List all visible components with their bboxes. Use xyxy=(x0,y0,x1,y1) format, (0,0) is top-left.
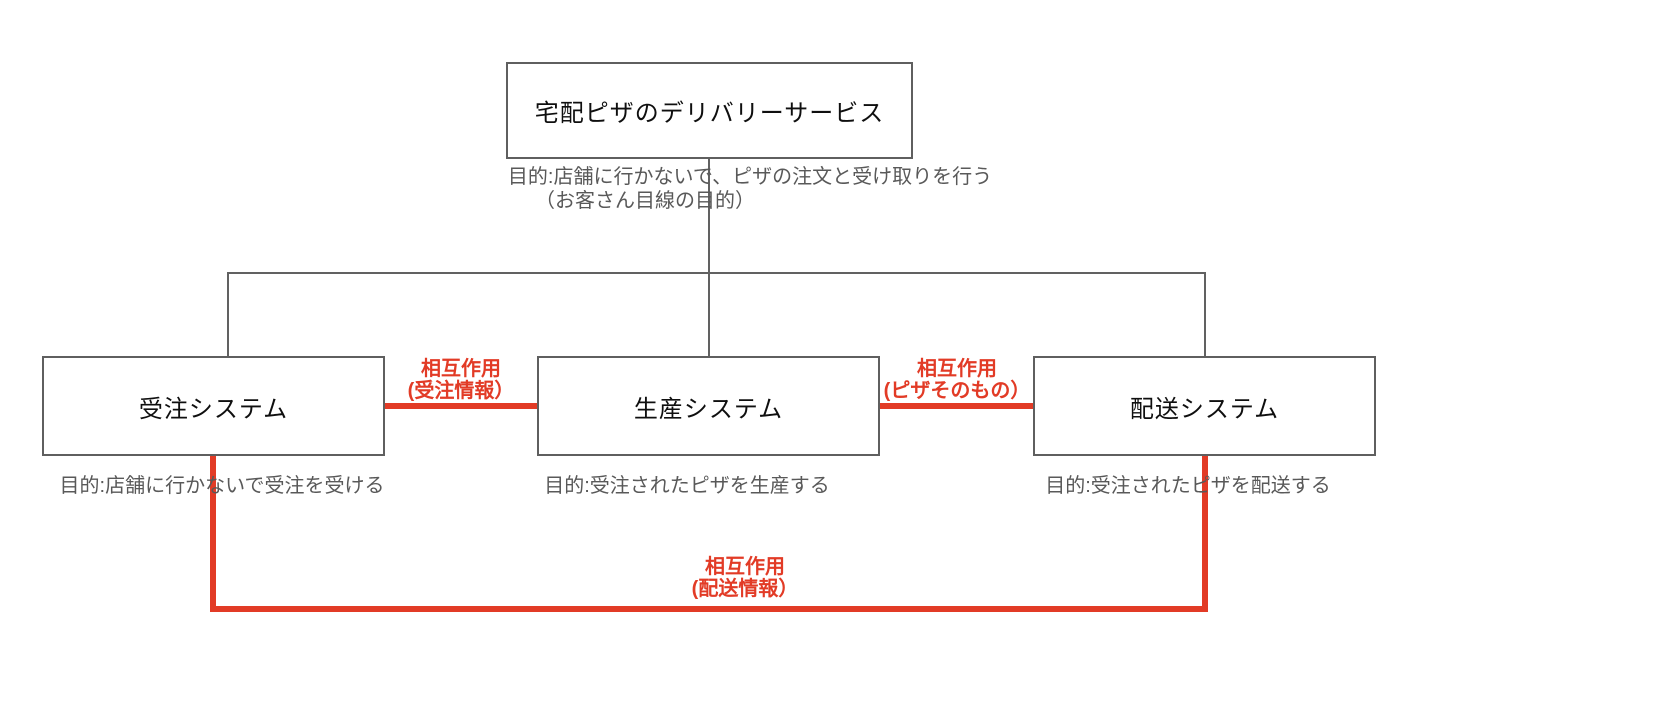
interaction-label-production-delivery-line2: (ピザそのもの） xyxy=(883,380,1031,402)
node-production-system: 生産システム xyxy=(537,356,880,456)
interaction-label-order-production: 相互作用 (受注情報） xyxy=(381,358,541,402)
interaction-label-production-delivery: 相互作用 (ピザそのもの） xyxy=(877,358,1037,402)
node-order-system-title: 受注システム xyxy=(138,395,289,423)
delivery-system-purpose: 目的:受注されたピザを配送する xyxy=(1045,475,1331,497)
interaction-edge-order-delivery-bottom-segment xyxy=(210,606,1208,612)
interaction-edge-order-production xyxy=(385,403,537,409)
order-system-purpose: 目的:店舗に行かないで受注を受ける xyxy=(59,475,385,497)
connector-right-vertical-line xyxy=(1204,272,1206,356)
connector-left-vertical-line xyxy=(227,272,229,356)
node-delivery-system-title: 配送システム xyxy=(1129,395,1280,423)
interaction-label-production-delivery-line1: 相互作用 xyxy=(917,358,997,380)
node-order-system: 受注システム xyxy=(42,356,385,456)
root-purpose-line2: （お客さん目線の目的） xyxy=(535,190,755,212)
root-purpose-line1: 目的:店舗に行かないで、ピザの注文と受け取りを行う xyxy=(507,166,993,188)
node-delivery-system: 配送システム xyxy=(1033,356,1376,456)
production-system-purpose: 目的:受注されたピザを生産する xyxy=(544,475,830,497)
interaction-label-order-delivery-line2: (配送情報） xyxy=(691,578,799,600)
interaction-label-order-delivery-line1: 相互作用 xyxy=(705,556,785,578)
interaction-label-order-production-line2: (受注情報） xyxy=(407,380,515,402)
node-delivery-service: 宅配ピザのデリバリーサービス xyxy=(506,62,913,159)
interaction-edge-order-delivery-right-segment xyxy=(1202,456,1208,612)
interaction-edge-production-delivery xyxy=(880,403,1033,409)
interaction-label-order-production-line1: 相互作用 xyxy=(421,358,501,380)
node-delivery-service-title: 宅配ピザのデリバリーサービス xyxy=(534,100,885,127)
connector-horizontal-line xyxy=(227,272,1206,274)
interaction-edge-order-delivery-left-segment xyxy=(210,456,216,612)
node-production-system-title: 生産システム xyxy=(633,395,784,423)
connector-root-vertical-line xyxy=(708,159,710,356)
interaction-label-order-delivery: 相互作用 (配送情報） xyxy=(665,556,825,600)
